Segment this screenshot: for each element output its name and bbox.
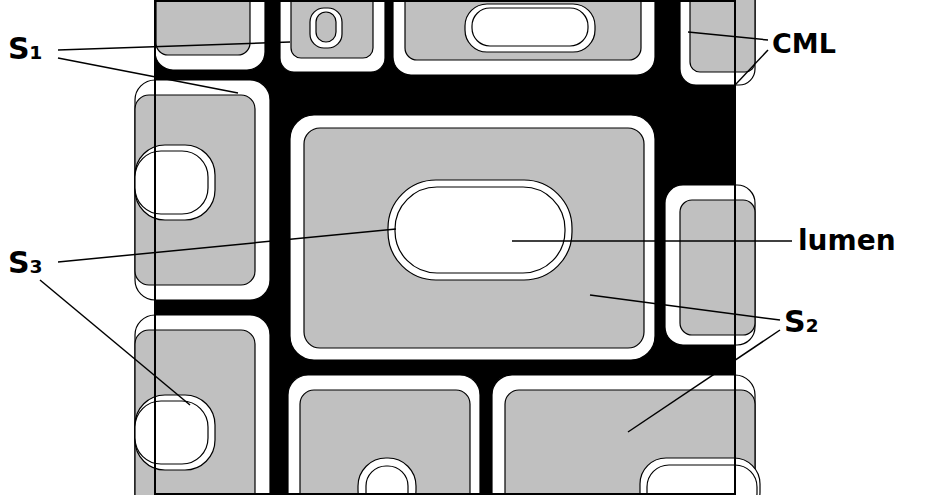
leader-line <box>58 229 396 262</box>
s3-layer <box>472 8 588 46</box>
leader-line <box>628 330 780 432</box>
s1-layer <box>280 0 385 72</box>
layer-label: S₂ <box>784 307 819 337</box>
leader-line <box>672 50 768 152</box>
frame <box>155 1 735 494</box>
s2-layer <box>300 390 470 495</box>
s2-layer <box>135 95 255 285</box>
s3-layer <box>135 151 208 214</box>
s3-layer <box>135 401 208 464</box>
leader-line <box>58 42 290 50</box>
s2-layer <box>291 0 373 58</box>
s1-layer <box>665 185 755 345</box>
s2-layer <box>405 0 641 60</box>
leader-line <box>512 240 792 242</box>
s3-layer <box>316 12 336 42</box>
lumen-area <box>366 466 408 495</box>
s1-layer <box>155 0 265 70</box>
cell-walls <box>135 0 760 495</box>
leader-line <box>688 32 768 40</box>
s1-layer <box>290 115 655 360</box>
leader-line <box>40 280 190 405</box>
s1-layer <box>680 0 755 85</box>
leader-line <box>58 58 238 93</box>
lumen-area <box>135 395 215 470</box>
layer-label: CML <box>772 30 836 57</box>
s3-layer <box>358 458 416 495</box>
layer-label: S₁ <box>8 34 43 64</box>
s3-layer <box>388 180 572 280</box>
lumen-area <box>135 145 215 220</box>
s2-layer <box>135 330 255 495</box>
lumen-area <box>310 8 342 48</box>
lumen-area <box>465 4 595 52</box>
leader-lines <box>40 32 792 432</box>
s1-layer <box>288 375 480 495</box>
region-label: lumen <box>798 227 896 255</box>
lumen-area <box>395 187 565 273</box>
lumen-area <box>640 458 760 495</box>
s1-layer <box>393 0 655 75</box>
leader-line <box>590 295 780 320</box>
s2-layer <box>304 128 644 348</box>
s3-layer <box>647 465 757 495</box>
layer-label: S₃ <box>8 248 43 278</box>
